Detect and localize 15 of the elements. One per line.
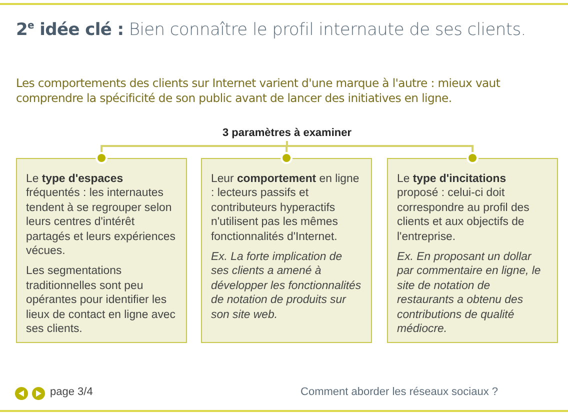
card-text: Le type d'espaces fréquentés : les internautes tendent à se regrouper selon leurs centres d'intérêt partagés et leurs expériences vécues.	[26, 172, 176, 258]
card-text: Les segmentations traditionnelles sont peu opérantes pour identifier les lieux de contact en ligne avec ses clients.	[26, 264, 176, 336]
page-number: page 3/4	[50, 386, 93, 398]
title: 2$^{e}$ idée clé : Bien connaître le profil internaute de ses clients.	[16, 20, 526, 40]
card-text: Leur comportement en ligne : lecteurs passifs et contributeurs hyperactifs n'utilisent pas les mêmes fonctionnalités d'Internet.	[211, 172, 360, 244]
text-card	[201, 158, 372, 343]
text-card	[387, 158, 558, 343]
connector-line	[286, 141, 478, 164]
card-text: Ex. La forte implication de ses clients a amené à développer les fonctionnalités de notation de produits sur son site web.	[211, 250, 362, 322]
card-text: Le type d'incitations proposé : celui-ci doit correspondre au profil des clients et aux objectifs de l'entreprise.	[397, 172, 530, 244]
intro-text: Les comportements des clients sur Internet varient d'une marque à l'autre : mieux vaut comprendre la spécificité de son public avant de lancer des initiatives en ligne.	[16, 76, 502, 106]
text-card	[16, 158, 187, 343]
card-text: Ex. En proposant un dollar par commentaire en ligne, le site de notation de restaurants a obtenu des contributions de qualité médiocre.	[397, 250, 542, 336]
footer-text: Comment aborder les réseaux sociaux ?	[300, 386, 498, 398]
heading: 3 paramètres à examiner	[180, 127, 394, 139]
